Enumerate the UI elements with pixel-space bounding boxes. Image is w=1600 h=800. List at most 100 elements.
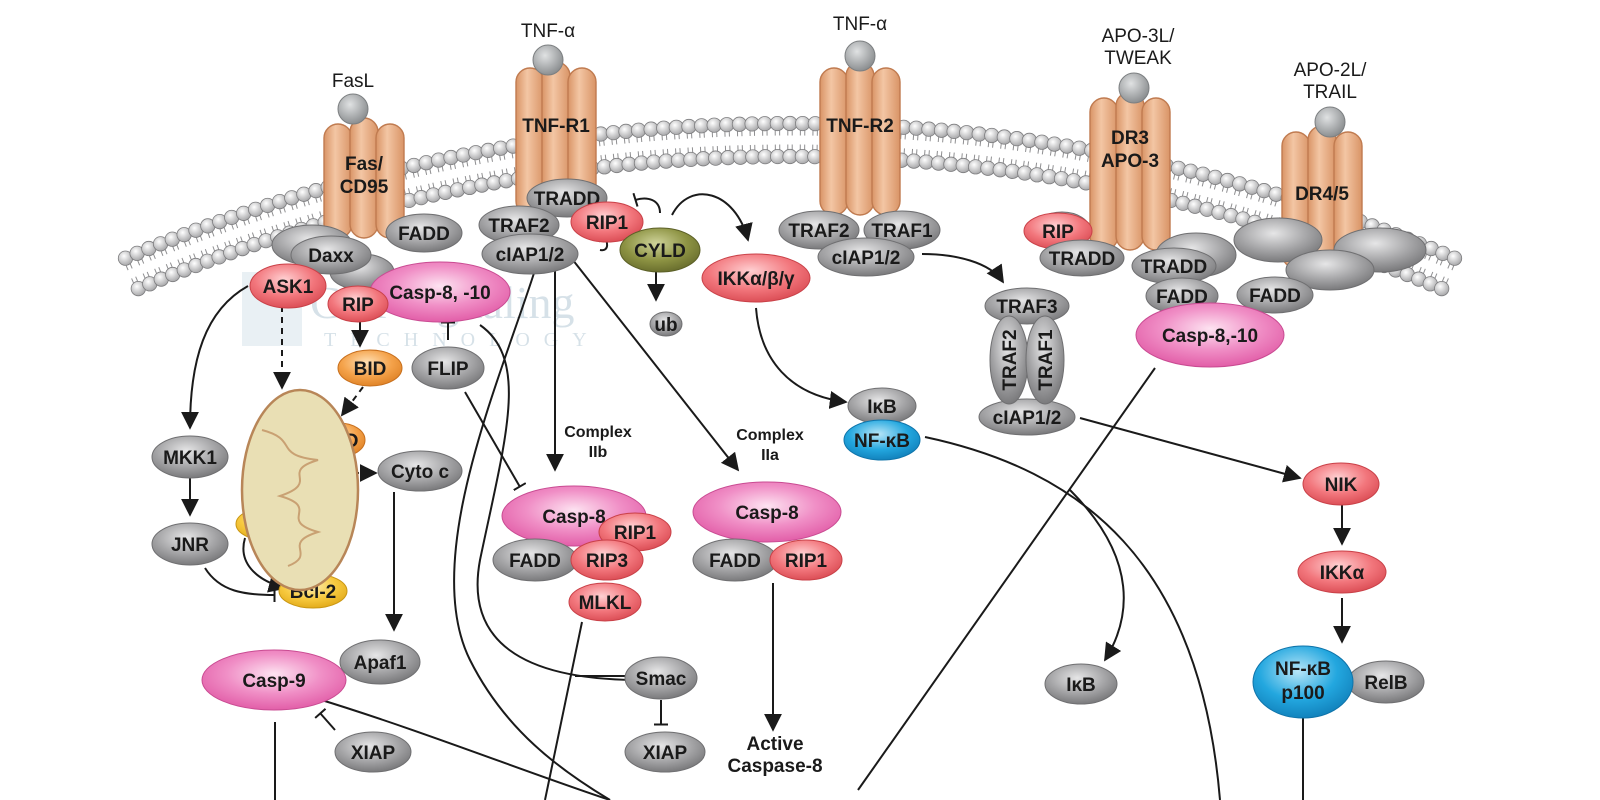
ikb-2-label: IκB [1066,675,1096,696]
cyto-c-node: Cyto c [377,450,463,492]
ligand-apo3l-line2: TWEAK [1104,48,1172,69]
active-caspase8-line1: Active [746,734,803,755]
bid-label: BID [354,359,387,380]
fadd-iib-label: FADD [509,551,561,572]
ciap-r1-label: cIAP1/2 [496,245,565,266]
xiap-2-label: XIAP [643,743,688,764]
traf2-r2-node: TRAF2 [778,210,860,250]
complex-iib-line1: Complex [564,424,632,441]
rip3-node: RIP3 [570,539,644,581]
xiap-2-node: XIAP [624,731,706,773]
complex-iib-line2: IIb [589,444,608,461]
traf2-vertical-node: TRAF2 [989,315,1029,405]
receptor-tnfr1: TNF-R1 [522,116,590,137]
ligand-tnf-alpha-2: TNF-α [833,14,887,35]
nfkb-1-label: NF-κB [854,431,910,452]
text-labels: FasL TNF-α TNF-α APO-3L/ TWEAK APO-2L/ T… [332,14,1367,777]
ikk-alpha-label: IKKα [1320,563,1365,584]
casp-8-iib-label: Casp-8 [542,507,605,528]
nfkb-1-node: NF-κB [843,419,921,461]
rip1-iia-label: RIP1 [785,551,828,572]
rip1-r1-label: RIP1 [586,213,629,234]
receptor-dr3-line1: DR3 [1111,128,1149,149]
ciap-complex-label: cIAP1/2 [993,408,1062,429]
ikk-alpha-node: IKKα [1297,550,1387,594]
receptor-fas-line1: Fas/ [345,154,384,175]
rip1-iia-node: RIP1 [769,539,843,581]
ub-label: ub [654,315,677,336]
receptor-dr3 [1089,91,1171,251]
tradd-dr3-node: TRADD [1039,239,1125,277]
receptor-tnfr2: TNF-R2 [826,116,894,137]
casp-9-label: Casp-9 [242,671,305,692]
apaf1-node: Apaf1 [339,639,421,685]
watermark-line2: TECHNOLOGY [324,329,601,351]
cyld-node: CYLD [619,227,701,273]
mkk1-node: MKK1 [151,435,229,479]
complex-iia-line2: IIa [761,447,779,464]
nfkb-p100-label-line2: p100 [1281,683,1324,704]
fadd-iia-node: FADD [692,538,778,582]
casp-8-iia-node: Casp-8 [692,481,842,543]
mkk1-label: MKK1 [163,448,217,469]
ask1-node: ASK1 [249,263,327,309]
fadd-fas-label: FADD [398,224,450,245]
tradd-dr45-node: TRADD [1131,247,1217,285]
tradd-dr45-label: TRADD [1141,257,1208,278]
mlkl-label: MLKL [579,593,632,614]
fadd-dr45b-label: FADD [1249,286,1301,307]
mlkl-node: MLKL [568,582,642,622]
tradd-r1-label: TRADD [534,189,601,210]
casp-8-iia-label: Casp-8 [735,503,798,524]
traf1-vertical-label: TRAF1 [1036,329,1057,391]
unlabeled-adaptor [1285,249,1375,291]
ligand-fasl: FasL [332,71,374,92]
ikb-1-label: IκB [867,397,897,418]
relb-label: RelB [1364,673,1407,694]
ligand-dr45-sphere [1314,106,1346,138]
bid-node: BID [337,349,403,387]
smac-node: Smac [624,656,698,700]
mitochondrion [240,388,360,592]
ikk-alpha-beta-gamma-node: IKKα/β/γ [701,253,811,303]
traf1-vertical-node: TRAF1 [1025,315,1065,405]
ligand-fas-sphere [337,93,369,125]
fadd-fas-node: FADD [385,213,463,253]
casp-8-10-dr-label: Casp-8,-10 [1162,326,1258,347]
rip1-r1-node: RIP1 [570,201,644,243]
ask1-label: ASK1 [263,277,314,298]
receptor-fas-line2: CD95 [340,177,389,198]
rip-fas-node: RIP [327,285,389,323]
nik-node: NIK [1302,462,1380,506]
cyto-c-label: Cyto c [391,462,450,483]
casp-8-10-fas-label: Casp-8, -10 [389,283,490,304]
tradd-dr3-label: TRADD [1049,249,1116,270]
receptor-dr45: DR4/5 [1295,184,1349,205]
receptor-tnfr2 [819,61,901,216]
xiap-1-node: XIAP [334,731,412,773]
ciap-r2-label: cIAP1/2 [832,248,901,269]
casp-9-node: Casp-9 [201,649,347,711]
apaf1-label: Apaf1 [354,653,407,674]
casp-8-10-fas-node: Casp-8, -10 [369,261,511,323]
rip-dr3-label: RIP [1042,222,1074,243]
jnr-label: JNR [171,535,209,556]
traf2-vertical-label: TRAF2 [1000,329,1021,390]
flip-node: FLIP [411,346,485,390]
fadd-dr45b-node: FADD [1236,276,1314,314]
pathway-connectors [181,192,1351,800]
xiap-1-label: XIAP [351,743,396,764]
flip-label: FLIP [427,359,468,380]
fadd-iia-label: FADD [709,551,761,572]
smac-label: Smac [636,669,687,690]
ligand-dr3-sphere [1118,72,1150,104]
cyld-label: CYLD [634,241,686,262]
ciap-r1-node: cIAP1/2 [481,233,579,275]
nfkb-p100-label-line1: NF-κB [1275,659,1331,680]
nik-label: NIK [1325,475,1358,496]
receptor-dr3-line2: APO-3 [1101,151,1159,172]
ciap-complex-node: cIAP1/2 [978,398,1076,436]
daxx-node: Daxx [290,235,372,275]
